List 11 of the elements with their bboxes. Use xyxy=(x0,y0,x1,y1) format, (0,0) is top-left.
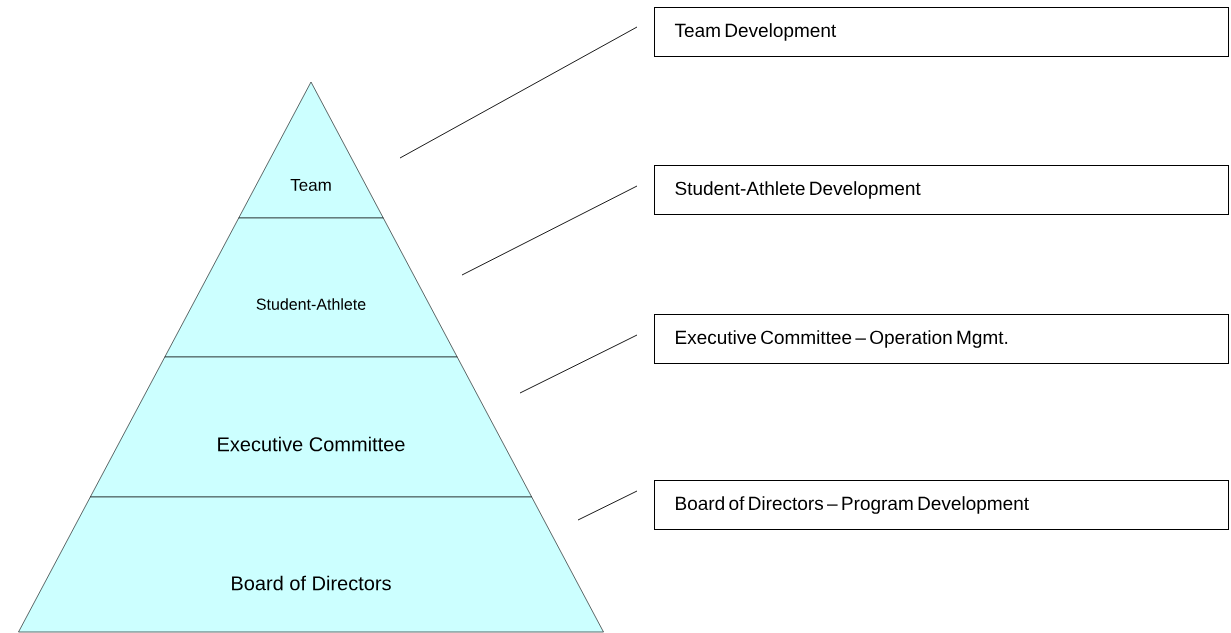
text-box: Student-Athlete Development xyxy=(654,165,1229,215)
leader-line xyxy=(399,26,638,159)
leader-line xyxy=(461,185,638,276)
pyramid-tier: Executive Committee xyxy=(90,356,532,498)
text-box: Executive Committee – Operation Mgmt. xyxy=(654,314,1229,364)
leader-line xyxy=(577,490,638,521)
pyramid-tier: Team xyxy=(238,81,384,219)
text-box: Team Development xyxy=(654,7,1229,57)
pyramid-tier: Board of Directors xyxy=(18,496,604,633)
leader-line xyxy=(519,334,638,394)
text-box: Board of Directors – Program Development xyxy=(654,480,1229,530)
